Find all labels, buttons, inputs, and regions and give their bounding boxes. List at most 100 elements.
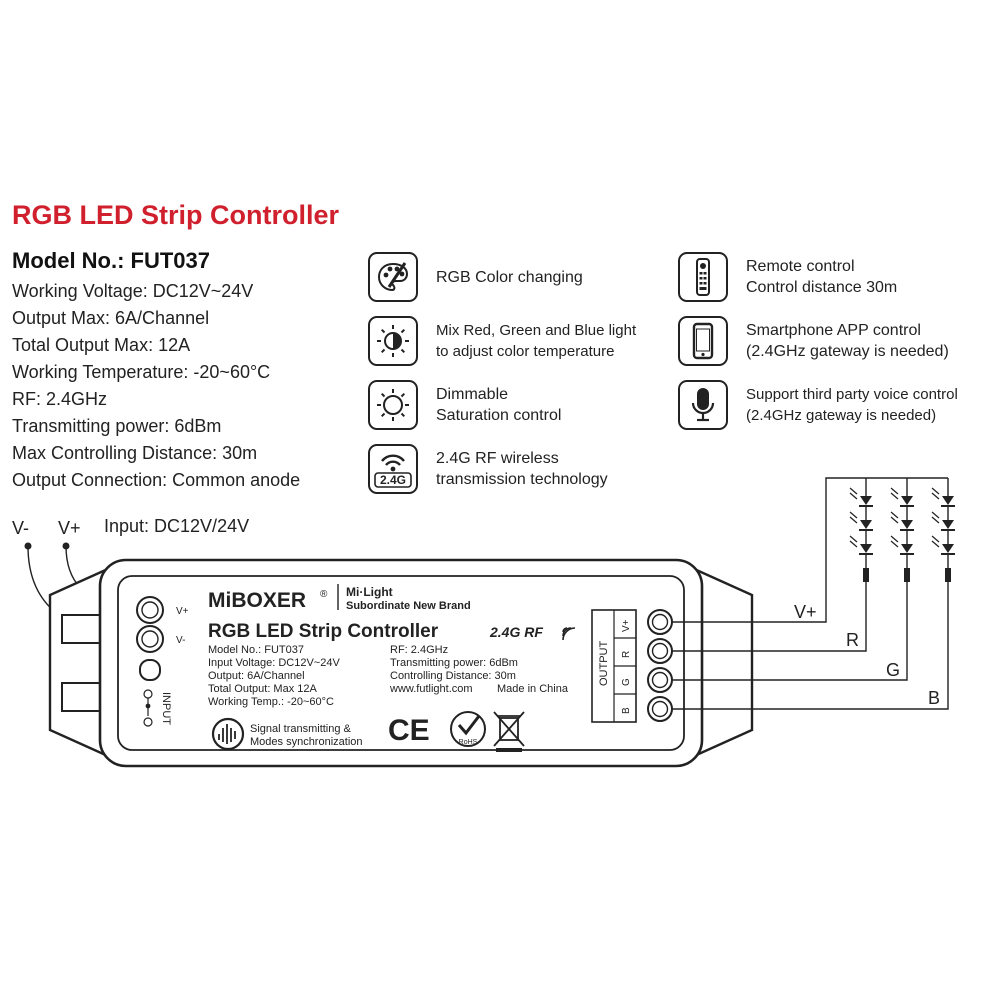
terminal-vminus-label: V- [176, 635, 185, 646]
brand-logo-text: MiBOXER [208, 589, 306, 612]
device-info-right: RF: 2.4GHz [390, 644, 448, 656]
rf-badge-text: 2.4G [380, 473, 406, 487]
spec-item: Working Voltage: DC12V~24V [12, 281, 254, 301]
device-info-left: Input Voltage: DC12V~24V [208, 657, 340, 669]
output-terminal-label: V+ [621, 619, 632, 632]
page-title: RGB LED Strip Controller [12, 200, 340, 230]
feature-rf-line: 2.4G RF wireless [436, 450, 559, 467]
feature-rgb-line: RGB Color changing [436, 268, 583, 286]
controller-label-panel [117, 575, 685, 751]
feature-phone: Smartphone APP control (2.4GHz gateway i… [678, 316, 949, 366]
terminal-vplus-label: V+ [176, 606, 189, 617]
spec-item: Working Temperature: -20~60°C [12, 362, 271, 382]
led-diode-icon [860, 520, 872, 529]
feature-remote-line: Control distance 30m [746, 279, 898, 296]
led-diode-icon [860, 544, 872, 553]
device-name: RGB LED Strip Controller [208, 621, 439, 642]
feature-remote-line: Remote control [746, 258, 855, 275]
led-strings [849, 487, 955, 600]
device-info-left: Output: 6A/Channel [208, 670, 305, 682]
output-terminal-label: B [621, 707, 632, 714]
feature-phone-line: Smartphone APP control [746, 322, 921, 339]
feature-mix: Mix Red, Green and Blue light to adjust … [368, 316, 636, 366]
ce-mark: CE [388, 714, 430, 747]
sync-icon [211, 717, 245, 751]
input-terminal-vminus [136, 625, 164, 653]
device-info-right: Transmitting power: 6dBm [390, 657, 518, 669]
palette-icon [368, 252, 418, 302]
led-diode-icon [942, 544, 954, 553]
device-info-left: Model No.: FUT037 [208, 644, 304, 656]
feature-phone-line: (2.4GHz gateway is needed) [746, 343, 949, 360]
feature-rgb: RGB Color changing [368, 252, 583, 302]
microphone-icon [678, 380, 728, 430]
learn-button [139, 659, 161, 681]
led-diode-icon [901, 544, 913, 553]
vminus-label: V- [12, 518, 29, 538]
out-vplus-label: V+ [794, 602, 817, 622]
brand-registered-mark: ® [320, 589, 328, 600]
spec-list: Working Voltage: DC12V~24V Output Max: 6… [12, 278, 300, 494]
feature-mix-line: to adjust color temperature [436, 343, 615, 360]
device-info-left: Working Temp.: -20~60°C [208, 696, 334, 708]
led-diode-icon [901, 520, 913, 529]
resistor-icon [904, 568, 910, 582]
sync-text-line: Signal transmitting & [250, 723, 352, 735]
resistor-icon [863, 568, 869, 582]
output-terminal-label: G [621, 678, 632, 686]
output-wires [672, 477, 949, 710]
feature-rf: 2.4G 2.4G RF wireless transmission techn… [368, 444, 608, 494]
feature-rf-line: transmission technology [436, 471, 608, 488]
spec-item: Output Connection: Common anode [12, 470, 301, 490]
spec-item: Transmitting power: 6dBm [12, 416, 222, 436]
green-output-wire [672, 600, 908, 681]
out-r-label: R [846, 630, 859, 650]
led-diode-icon [942, 496, 954, 505]
milight-logo-text: Mi·Light [346, 585, 393, 599]
device-made-in: Made in China [497, 683, 569, 695]
spec-item: Total Output Max: 12A [12, 335, 191, 355]
feature-remote: Remote control Control distance 30m [678, 252, 897, 302]
spec-item: RF: 2.4GHz [12, 389, 108, 409]
model-number: Model No.: FUT037 [12, 248, 211, 273]
smartphone-icon [678, 316, 728, 366]
rf-logo-text: 2.4G RF [489, 624, 543, 640]
feature-dim: Dimmable Saturation control [368, 380, 561, 430]
sync-text-line: Modes synchronization [250, 736, 363, 748]
vplus-output-wire [672, 477, 948, 623]
out-b-label: B [928, 688, 940, 708]
feature-dim-line: Saturation control [436, 407, 562, 424]
spec-item: Max Controlling Distance: 30m [12, 443, 258, 463]
rohs-icon: RoHS [450, 711, 486, 747]
input-terminal-vplus [136, 596, 164, 624]
out-g-label: G [886, 660, 900, 680]
color-temperature-icon [368, 316, 418, 366]
red-output-wire [672, 600, 867, 652]
input-voltage-label: Input: DC12V/24V [104, 516, 249, 536]
input-port-label: INPUT [160, 692, 172, 725]
signal-waves-icon [562, 627, 576, 641]
led-diode-icon [860, 496, 872, 505]
weee-bin-icon [493, 711, 525, 752]
spec-item: Output Max: 6A/Channel [12, 308, 210, 328]
subbrand-text: Subordinate New Brand [346, 600, 471, 612]
vplus-label: V+ [58, 518, 81, 538]
feature-voice-line: (2.4GHz gateway is needed) [746, 407, 937, 424]
feature-dim-line: Dimmable [436, 386, 509, 403]
brightness-icon [368, 380, 418, 430]
blue-output-wire [672, 600, 949, 710]
feature-voice: Support third party voice control (2.4GH… [678, 380, 958, 430]
remote-control-icon [678, 252, 728, 302]
output-port-label: OUTPUT [598, 641, 610, 687]
rohs-text: RoHS [459, 739, 478, 746]
device-info-left: Total Output: Max 12A [208, 683, 317, 695]
resistor-icon [945, 568, 951, 582]
feature-mix-line: Mix Red, Green and Blue light [436, 322, 637, 339]
led-diode-icon [901, 496, 913, 505]
led-diode-icon [942, 520, 954, 529]
rf-wireless-icon: 2.4G [368, 444, 418, 494]
dc-polarity-icon [143, 689, 153, 727]
controller-device: V+ V- INPUT MiBOXER ® Mi·Light Subordina… [48, 558, 754, 768]
device-website: www.futlight.com [389, 683, 473, 695]
